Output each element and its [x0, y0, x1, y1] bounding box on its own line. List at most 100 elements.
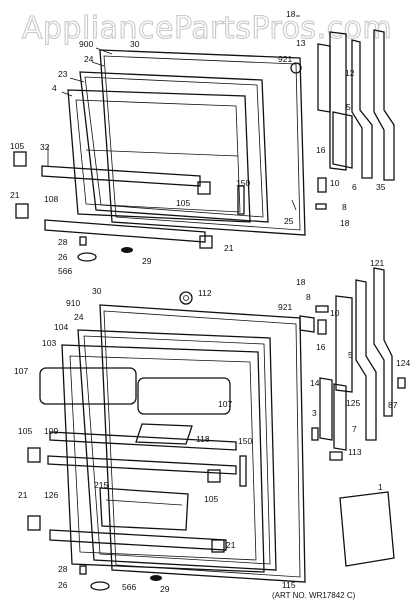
fresh-dairy-door-right: [137, 377, 231, 415]
label-upper-30: 30: [130, 39, 140, 49]
freezer-leader-lines: [47, 15, 300, 211]
label-upper-28: 28: [58, 237, 68, 247]
label-upper-4: 4: [52, 83, 57, 93]
fresh-part-26: [90, 581, 110, 591]
label-upper-900: 900: [79, 39, 93, 49]
label-upper-21a: 21: [10, 190, 20, 200]
fresh-tray-118: [135, 423, 193, 445]
label-lower-125: 125: [346, 398, 360, 408]
label-lower-3: 3: [312, 408, 317, 418]
label-lower-105a: 105: [18, 426, 32, 436]
freezer-cap-21: [15, 203, 29, 219]
label-lower-105b: 105: [204, 494, 218, 504]
fresh-liner-recess: [69, 355, 257, 561]
fresh-part-10: [317, 319, 327, 335]
fresh-outer-panel-edge: [103, 310, 301, 578]
freezer-shelf-bar-32: [41, 165, 201, 187]
label-lower-109: 109: [44, 426, 58, 436]
fresh-door-liner: [61, 344, 265, 573]
label-lower-126: 126: [44, 490, 58, 500]
label-lower-124: 124: [396, 358, 410, 368]
label-upper-18a: 18: [286, 9, 296, 19]
fresh-strip-125: [333, 383, 347, 451]
fresh-part-3: [311, 427, 319, 441]
fresh-part-921: [299, 315, 315, 333]
watermark-text: AppliancePartsPros.com: [22, 11, 392, 46]
freezer-rail-6: [351, 39, 373, 179]
fresh-part-124: [397, 377, 406, 389]
fresh-strip-14: [319, 377, 333, 441]
freezer-part-29: [121, 247, 133, 253]
label-lower-10: 10: [330, 308, 340, 318]
label-lower-1: 1: [378, 482, 383, 492]
label-upper-18b: 18: [340, 218, 350, 228]
label-lower-215: 215: [94, 480, 108, 490]
art-number: (ART NO. WR17842 C): [272, 591, 356, 600]
freezer-cap-105b: [197, 181, 211, 195]
label-lower-21b: 21: [226, 540, 236, 550]
freezer-part-28: [79, 236, 87, 246]
freezer-shelf-bar-108: [44, 219, 206, 243]
label-lower-118: 118: [196, 434, 210, 444]
label-upper-13: 13: [296, 38, 306, 48]
freezer-part-150: [237, 185, 245, 215]
label-lower-16: 16: [316, 342, 326, 352]
freezer-gasket: [79, 71, 269, 223]
label-lower-29: 29: [160, 584, 170, 594]
freezer-part-26: [77, 252, 97, 262]
fresh-gasket-inner: [83, 335, 271, 565]
fresh-bin-215: [99, 487, 189, 531]
fresh-shelf-bar-upper: [49, 431, 237, 451]
label-upper-108: 108: [44, 194, 58, 204]
freezer-bracket-5: [332, 111, 353, 169]
label-lower-910: 910: [66, 298, 80, 308]
fresh-gasket: [77, 329, 277, 571]
label-upper-25: 25: [284, 216, 294, 226]
label-upper-8: 8: [342, 202, 347, 212]
fresh-rail-7: [355, 279, 377, 441]
fresh-part-112: [179, 291, 193, 305]
label-lower-112: 112: [198, 288, 212, 298]
freezer-gasket-inner: [84, 76, 264, 218]
fresh-outer-panel: [99, 304, 306, 583]
label-upper-150: 150: [236, 178, 250, 188]
fresh-dairy-door-left: [39, 367, 137, 405]
fresh-literature-1: [339, 491, 395, 567]
fresh-shelf-bar-109: [47, 455, 237, 475]
label-upper-32: 32: [40, 142, 50, 152]
label-upper-16: 16: [316, 145, 326, 155]
label-lower-103: 103: [42, 338, 56, 348]
label-lower-107a: 107: [14, 366, 28, 376]
label-upper-21b: 21: [224, 243, 234, 253]
label-lower-26: 26: [58, 580, 68, 590]
fresh-part-8: [315, 305, 329, 313]
label-upper-921: 921: [278, 54, 292, 64]
part-labels-lower: 18 121 30 112 910 8 921 10 24 104 103 16…: [14, 258, 410, 594]
label-upper-12: 12: [345, 68, 355, 78]
fresh-cap-105: [27, 447, 41, 463]
label-lower-104: 104: [54, 322, 68, 332]
label-upper-10: 10: [330, 178, 340, 188]
label-upper-5: 5: [346, 102, 351, 112]
label-lower-115: 115: [282, 580, 296, 590]
label-lower-18: 18: [296, 277, 306, 287]
freezer-rail-35: [373, 29, 395, 181]
label-upper-566: 566: [58, 266, 72, 276]
label-upper-24: 24: [84, 54, 94, 64]
label-lower-107b: 107: [218, 399, 232, 409]
fresh-rail-121: [373, 267, 393, 417]
label-upper-26: 26: [58, 252, 68, 262]
freezer-cap-21b: [199, 235, 213, 249]
freezer-outer-panel-edge: [103, 55, 301, 231]
freezer-door-liner: [67, 89, 251, 223]
fresh-part-28: [79, 565, 87, 575]
fresh-food-door-assembly: [27, 267, 406, 591]
fresh-bracket-5: [335, 295, 353, 393]
label-lower-566: 566: [122, 582, 136, 592]
label-upper-29: 29: [142, 256, 152, 266]
part-labels-upper: 18 900 30 24 23 4 13 921 12 5 32 105 16 …: [10, 9, 386, 276]
freezer-liner-shelf-line: [85, 149, 239, 157]
freezer-strip-13: [317, 43, 331, 113]
fresh-bin-lip: [105, 499, 183, 506]
